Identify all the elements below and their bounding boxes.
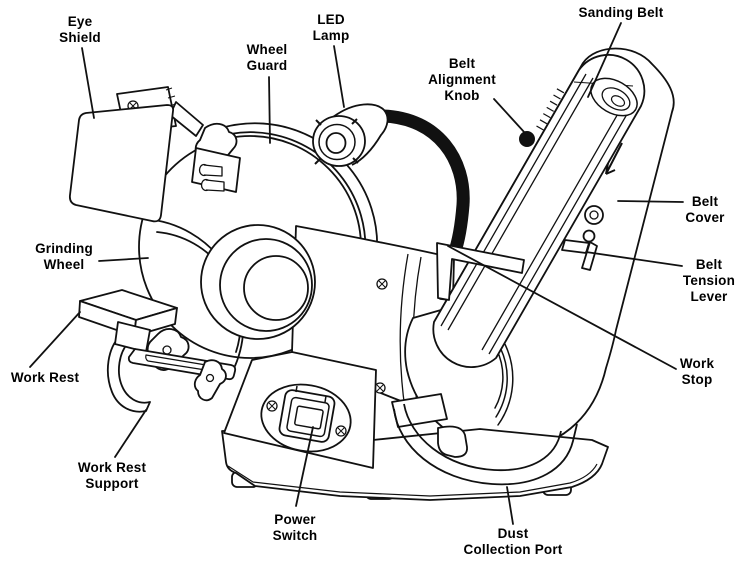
leader-lines <box>29 22 684 525</box>
part-label-work-rest: Work Rest <box>10 370 80 385</box>
work-stop-drawing <box>436 242 525 301</box>
part-label-grinding-wheel: Grinding Wheel <box>35 241 93 272</box>
part-label-power-switch: Power Switch <box>272 512 318 543</box>
part-label-sanding-belt: Sanding Belt <box>578 5 664 20</box>
work-rest-drawing <box>78 289 237 413</box>
leader-work-rest-support <box>114 409 147 458</box>
leader-grinding-wheel <box>98 257 149 262</box>
part-label-led-lamp: LED Lamp <box>312 12 350 43</box>
part-label-eye-shield: Eye Shield <box>59 14 101 45</box>
eye-shield-drawing <box>68 86 241 223</box>
leader-power-switch <box>295 426 314 507</box>
leader-work-stop <box>447 245 677 370</box>
part-label-belt-tension-lever: Belt Tension Lever <box>682 257 736 304</box>
base-drawing <box>221 351 609 501</box>
part-label-work-rest-support: Work Rest Support <box>77 460 147 491</box>
sanding-belt-drawing <box>432 53 646 368</box>
dust-port-drawing <box>391 393 578 486</box>
leader-belt-alignment-knob <box>493 98 526 134</box>
part-label-wheel-guard: Wheel Guard <box>246 42 288 73</box>
part-label-work-stop: Work Stop <box>679 356 715 387</box>
leader-belt-cover <box>617 200 684 203</box>
leader-led-lamp <box>333 45 345 108</box>
leader-wheel-guard <box>268 76 271 144</box>
leader-belt-tension-lever <box>585 251 683 267</box>
leader-eye-shield <box>81 47 95 119</box>
part-label-belt-cover: Belt Cover <box>685 194 725 225</box>
power-switch-drawing <box>278 385 336 443</box>
part-label-dust-collection-port: Dust Collection Port <box>463 526 563 557</box>
leader-sanding-belt <box>587 22 622 98</box>
belt-alignment-knob-drawing <box>519 131 535 147</box>
belt-tension-lever-drawing <box>561 205 604 271</box>
part-label-belt-alignment-knob: Belt Alignment Knob <box>428 56 496 103</box>
led-lamp-drawing <box>312 103 470 261</box>
leader-dust-collection-port <box>506 486 514 525</box>
leader-work-rest <box>29 311 81 368</box>
